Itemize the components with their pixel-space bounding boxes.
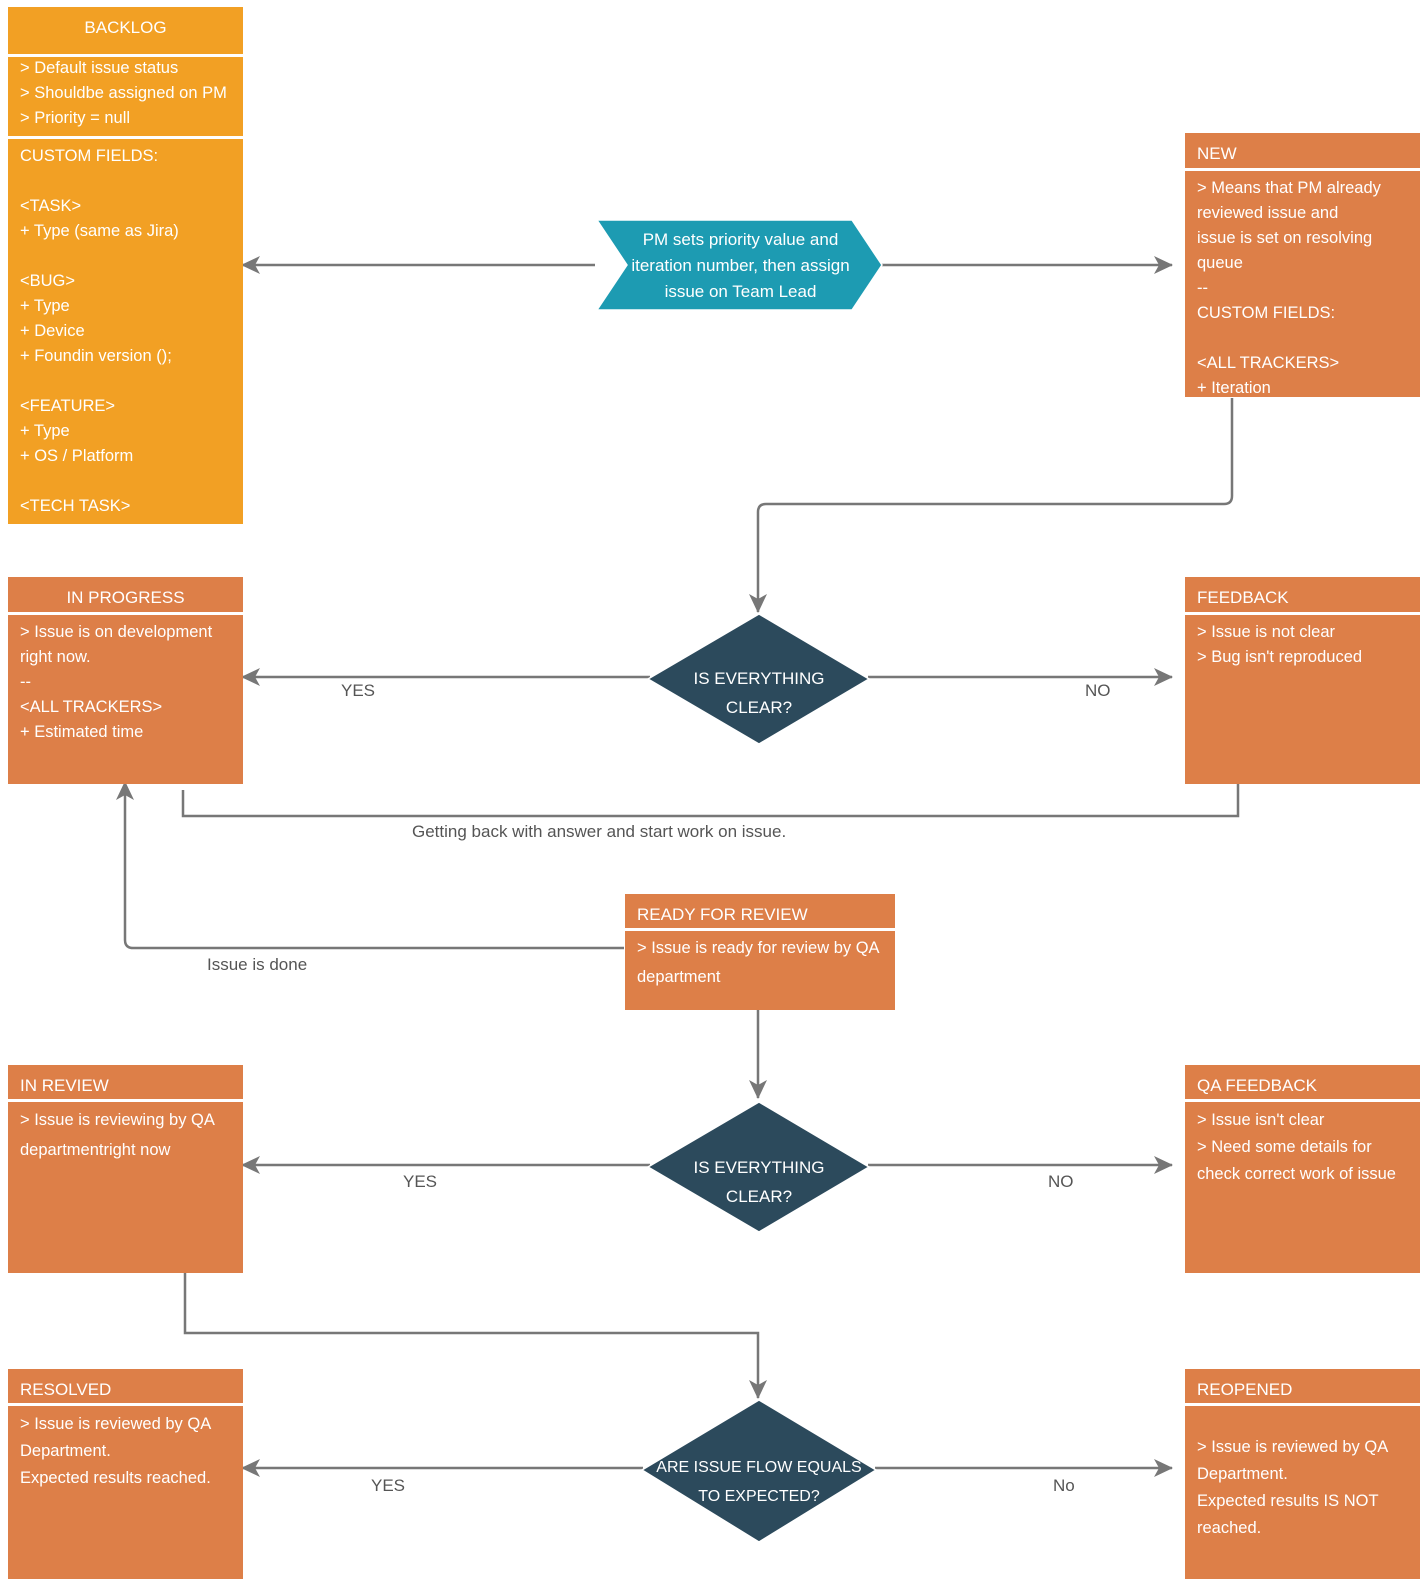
connector-new-to-decision1 bbox=[749, 398, 1234, 613]
decision-1-label: IS EVERYTHING CLEAR? bbox=[693, 669, 825, 717]
new-description: > Means that PM already reviewed issue a… bbox=[1197, 179, 1381, 397]
connector-feedback-to-in-progress bbox=[181, 780, 1240, 818]
resolved-title: RESOLVED bbox=[8, 1369, 243, 1406]
in-progress-title: IN PROGRESS bbox=[8, 577, 243, 615]
in-review-box: IN REVIEW > Issue is reviewing by QA dep… bbox=[8, 1065, 243, 1273]
resolved-description: > Issue is reviewed by QA Department. Ex… bbox=[20, 1415, 212, 1487]
label-getting-back: Getting back with answer and start work … bbox=[409, 822, 790, 842]
decision-diamond-1 bbox=[646, 613, 871, 745]
feedback-box: FEEDBACK > Issue is not clear > Bug isn'… bbox=[1185, 577, 1420, 784]
in-progress-box: IN PROGRESS > Issue is on development ri… bbox=[8, 577, 243, 784]
in-review-title: IN REVIEW bbox=[8, 1065, 243, 1102]
label-issue-done: Issue is done bbox=[204, 955, 311, 975]
in-progress-description: > Issue is on development right now. -- … bbox=[20, 623, 213, 741]
connector-ready-to-in-progress bbox=[116, 781, 624, 950]
label-no-1: NO bbox=[1082, 681, 1114, 701]
label-yes-3: YES bbox=[368, 1476, 409, 1496]
decision-3-label: ARE ISSUE FLOW EQUALS TO EXPECTED? bbox=[656, 1459, 862, 1505]
feedback-description: > Issue is not clear > Bug isn't reprodu… bbox=[1197, 623, 1363, 666]
resolved-box: RESOLVED > Issue is reviewed by QA Depar… bbox=[8, 1369, 243, 1579]
label-no-3: No bbox=[1050, 1476, 1078, 1496]
in-review-description: > Issue is reviewing by QA departmentrig… bbox=[20, 1111, 215, 1159]
ready-for-review-description: > Issue is ready for review by QA depart… bbox=[637, 939, 880, 986]
reopened-description: > Issue is reviewed by QA Department. Ex… bbox=[1197, 1438, 1389, 1537]
qa-feedback-box: QA FEEDBACK > Issue isn't clear > Need s… bbox=[1185, 1065, 1420, 1273]
connector-in-review-to-decision3 bbox=[183, 1269, 767, 1399]
ready-for-review-title: READY FOR REVIEW bbox=[625, 894, 895, 931]
feedback-title: FEEDBACK bbox=[1185, 577, 1420, 615]
qa-feedback-description: > Issue isn't clear > Need some details … bbox=[1197, 1111, 1396, 1183]
backlog-title: BACKLOG bbox=[8, 7, 243, 57]
label-yes-1: YES bbox=[338, 681, 379, 701]
decision-diamond-2 bbox=[646, 1101, 871, 1233]
pm-process-chevron bbox=[595, 219, 883, 311]
qa-feedback-title: QA FEEDBACK bbox=[1185, 1065, 1420, 1102]
reopened-box: REOPENED > Issue is reviewed by QA Depar… bbox=[1185, 1369, 1420, 1579]
pm-step-label: PM sets priority value and iteration num… bbox=[631, 230, 850, 301]
backlog-custom-fields: CUSTOM FIELDS: <TASK> + Type (same as Ji… bbox=[8, 136, 243, 524]
decision-2-label: IS EVERYTHING CLEAR? bbox=[693, 1158, 825, 1206]
backlog-description: > Default issue status > Shouldbe assign… bbox=[20, 59, 227, 127]
label-no-2: NO bbox=[1045, 1172, 1077, 1192]
label-yes-2: YES bbox=[400, 1172, 441, 1192]
decision-diamond-3 bbox=[640, 1399, 878, 1543]
backlog-box: BACKLOG > Default issue status > Shouldb… bbox=[8, 7, 243, 524]
new-box: NEW > Means that PM already reviewed iss… bbox=[1185, 133, 1420, 397]
ready-for-review-box: READY FOR REVIEW > Issue is ready for re… bbox=[625, 894, 895, 1010]
reopened-title: REOPENED bbox=[1185, 1369, 1420, 1406]
new-title: NEW bbox=[1185, 133, 1420, 171]
